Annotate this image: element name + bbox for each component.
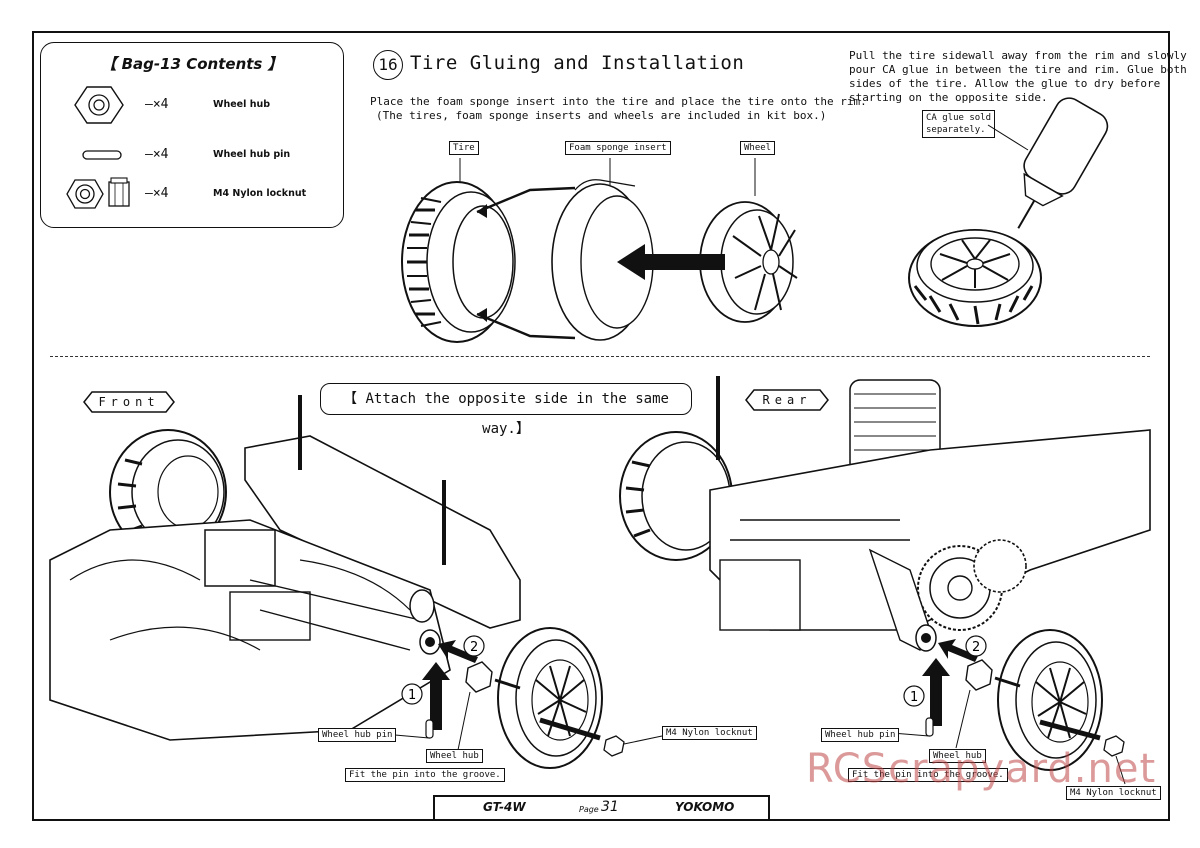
locknut-icon [66, 177, 130, 209]
rear-chassis-illustration: 1 2 [619, 376, 1151, 785]
bag-item-wheel-hub: —×4 Wheel hub [41, 86, 343, 124]
front-callout-1: 1 [408, 688, 416, 703]
section-divider [50, 356, 1150, 357]
page-footer: GT-4W Page 31 YOKOMO [433, 795, 770, 819]
step-number-badge: 16 [373, 50, 403, 80]
step-title: Tire Gluing and Installation [410, 52, 745, 74]
rear-label-hub-pin: Wheel hub pin [821, 728, 900, 742]
front-chassis-illustration: 1 2 [49, 395, 663, 769]
bag-item-qty: —×4 [145, 186, 169, 201]
bag-contents-box: 【 Bag-13 Contents 】 —×4 Wheel hub —×4 Wh… [40, 42, 344, 228]
bag-item-qty: —×4 [145, 147, 169, 162]
label-foam-insert: Foam sponge insert [565, 141, 671, 155]
bag-item-hub-pin: —×4 Wheel hub pin [41, 141, 343, 171]
bag-contents-title: 【 Bag-13 Contents 】 [101, 55, 283, 73]
footer-page-number: 31 [601, 799, 619, 815]
front-label-hub-pin: Wheel hub pin [318, 728, 397, 742]
step-instruction-line1: Place the foam sponge insert into the ti… [370, 95, 867, 108]
hex-hub-icon [74, 86, 124, 124]
footer-page-label: Page [579, 805, 599, 814]
front-label-locknut: M4 Nylon locknut [662, 726, 757, 740]
rear-callout-1: 1 [910, 690, 918, 705]
rear-label-groove: Fit the pin into the groove. [848, 768, 1008, 782]
front-label-groove: Fit the pin into the groove. [345, 768, 505, 782]
attach-opposite-note: 【 Attach the opposite side in the same w… [320, 383, 692, 437]
bag-item-qty: —×4 [145, 97, 169, 112]
bag-item-locknut: —×4 M4 Nylon locknut [41, 177, 343, 210]
glue-instructions: Pull the tire sidewall away from the rim… [849, 49, 1187, 104]
rear-tab: Rear [745, 389, 829, 411]
bag-item-name: M4 Nylon locknut [213, 188, 307, 199]
step-instruction-line2: (The tires, foam sponge inserts and whee… [376, 109, 827, 122]
footer-brand: YOKOMO [675, 800, 735, 814]
bag-item-name: Wheel hub [213, 99, 271, 110]
label-ca-glue-note: CA glue sold separately. [922, 110, 996, 138]
front-tab-label: Front [98, 395, 160, 409]
tire-icon [401, 181, 516, 343]
glued-tire-icon [908, 229, 1042, 327]
page-frame [32, 31, 1170, 821]
front-callout-2: 2 [470, 640, 478, 655]
glue-application-illustration [908, 97, 1109, 327]
footer-model: GT-4W [483, 800, 526, 814]
tire-foam-wheel-illustration [401, 158, 798, 343]
glue-bottle-icon [1017, 97, 1109, 229]
bag-item-name: Wheel hub pin [213, 149, 291, 160]
watermark: RCScrapyard.net [806, 746, 1157, 792]
wheel-rim-icon [699, 201, 798, 323]
rear-label-locknut: M4 Nylon locknut [1066, 786, 1161, 800]
rear-callout-2: 2 [972, 640, 980, 655]
pin-icon [82, 150, 122, 160]
rear-label-hub: Wheel hub [929, 749, 986, 763]
label-tire: Tire [449, 141, 479, 155]
label-wheel: Wheel [740, 141, 776, 155]
front-label-hub: Wheel hub [426, 749, 483, 763]
rear-tab-label: Rear [762, 393, 812, 407]
front-tab: Front [83, 391, 175, 413]
